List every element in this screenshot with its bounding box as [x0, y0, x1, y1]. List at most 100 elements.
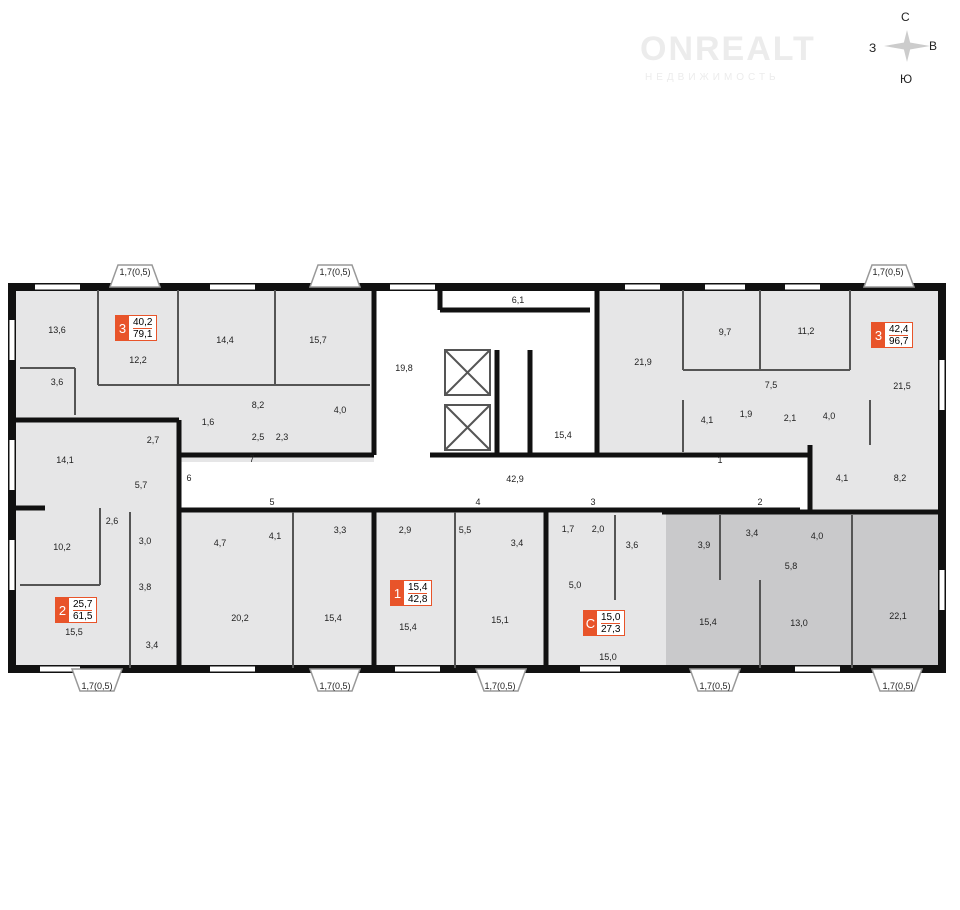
corridor-walls [14, 290, 942, 668]
windows [9, 284, 945, 672]
total-area: 61,5 [73, 610, 93, 622]
room-area-label: 4,7 [213, 538, 227, 548]
room-area-label: 8,2 [251, 400, 265, 410]
room-area-label: 4,0 [822, 411, 836, 421]
compass-west: З [869, 41, 877, 55]
room-area-label: 6 [186, 473, 192, 483]
room-area-label: 5,8 [784, 561, 798, 571]
room-area-label: 7 [249, 454, 255, 464]
room-area-label: 2 [757, 497, 763, 507]
room-area-label: 15,5 [65, 627, 83, 637]
room-area-label: 20,2 [231, 613, 249, 623]
room-area-label: 5 [269, 497, 275, 507]
balcony-area-label: 1,7(0,5) [119, 267, 151, 277]
room-area-label: 42,9 [506, 474, 524, 484]
watermark-subtitle: НЕДВИЖИМОСТЬ [645, 72, 780, 83]
room-area-label: 15,4 [699, 617, 717, 627]
room-area-label: 4,0 [333, 405, 347, 415]
room-area-label: 11,2 [797, 326, 815, 336]
room-area-label: 3 [590, 497, 596, 507]
compass-north: С [901, 10, 910, 24]
room-area-label: 3,3 [333, 525, 347, 535]
balcony-area-label: 1,7(0,5) [319, 267, 351, 277]
room-area-label: 5,7 [134, 480, 148, 490]
room-area-label: 2,1 [783, 413, 797, 423]
room-count: 3 [872, 323, 885, 347]
total-area: 42,8 [408, 593, 428, 605]
room-area-label: 1 [717, 455, 723, 465]
living-area: 40,2 [133, 316, 153, 329]
balcony-area-label: 1,7(0,5) [872, 267, 904, 277]
room-area-label: 15,4 [324, 613, 342, 623]
balcony-area-label: 1,7(0,5) [81, 681, 113, 691]
room-area-label: 3,6 [625, 540, 639, 550]
room-area-label: 5,0 [568, 580, 582, 590]
room-area-label: 5,5 [458, 525, 472, 535]
balcony-area-label: 1,7(0,5) [319, 681, 351, 691]
room-count: С [584, 611, 597, 635]
room-area-label: 6,1 [511, 295, 525, 305]
room-area-label: 2,7 [146, 435, 160, 445]
room-area-label: 2,5 [251, 432, 265, 442]
room-area-label: 3,4 [145, 640, 159, 650]
highlighted-apartment [666, 512, 941, 668]
room-area-label: 1,9 [739, 409, 753, 419]
room-area-label: 3,9 [697, 540, 711, 550]
balcony-area-label: 1,7(0,5) [699, 681, 731, 691]
room-area-label: 3,0 [138, 536, 152, 546]
balcony-area-label: 1,7(0,5) [484, 681, 516, 691]
room-area-label: 13,6 [48, 325, 66, 335]
room-area-label: 3,8 [138, 582, 152, 592]
living-area: 15,0 [601, 611, 621, 624]
living-area: 15,4 [408, 581, 428, 594]
room-area-label: 15,7 [309, 335, 327, 345]
room-area-label: 15,4 [399, 622, 417, 632]
room-area-label: 14,1 [56, 455, 74, 465]
room-area-label: 2,6 [105, 516, 119, 526]
room-area-label: 4,0 [810, 531, 824, 541]
balconies [70, 264, 924, 692]
room-area-label: 12,2 [129, 355, 147, 365]
room-area-label: 2,0 [591, 524, 605, 534]
room-area-label: 4,1 [835, 473, 849, 483]
total-area: 27,3 [601, 623, 621, 635]
room-count: 1 [391, 581, 404, 605]
room-area-label: 4,1 [268, 531, 282, 541]
room-area-label: 4,1 [700, 415, 714, 425]
partitions [20, 290, 871, 668]
room-area-label: 15,1 [491, 615, 509, 625]
room-area-label: 13,0 [790, 618, 808, 628]
room-area-label: 22,1 [889, 611, 907, 621]
room-area-label: 7,5 [764, 380, 778, 390]
room-area-label: 8,2 [893, 473, 907, 483]
balcony-area-label: 1,7(0,5) [882, 681, 914, 691]
room-area-label: 15,4 [554, 430, 572, 440]
compass-south: Ю [900, 72, 913, 86]
living-area: 25,7 [73, 598, 93, 611]
room-area-label: 9,7 [718, 327, 732, 337]
compass-east: В [929, 39, 938, 53]
room-count: 2 [56, 598, 69, 622]
room-area-label: 1,7 [561, 524, 575, 534]
room-area-label: 19,8 [395, 363, 413, 373]
room-area-label: 10,2 [53, 542, 71, 552]
room-area-label: 2,9 [398, 525, 412, 535]
room-area-label: 15,0 [599, 652, 617, 662]
room-area-label: 21,5 [893, 381, 911, 391]
room-area-label: 21,9 [634, 357, 652, 367]
room-fills [14, 290, 941, 668]
watermark-logo: ONREALT [640, 30, 816, 68]
compass-rose-icon [884, 30, 930, 62]
room-area-label: 4 [475, 497, 481, 507]
room-area-label: 1,6 [201, 417, 215, 427]
total-area: 96,7 [889, 335, 909, 347]
room-count: 3 [116, 316, 129, 340]
room-area-label: 2,3 [275, 432, 289, 442]
total-area: 79,1 [133, 328, 153, 340]
